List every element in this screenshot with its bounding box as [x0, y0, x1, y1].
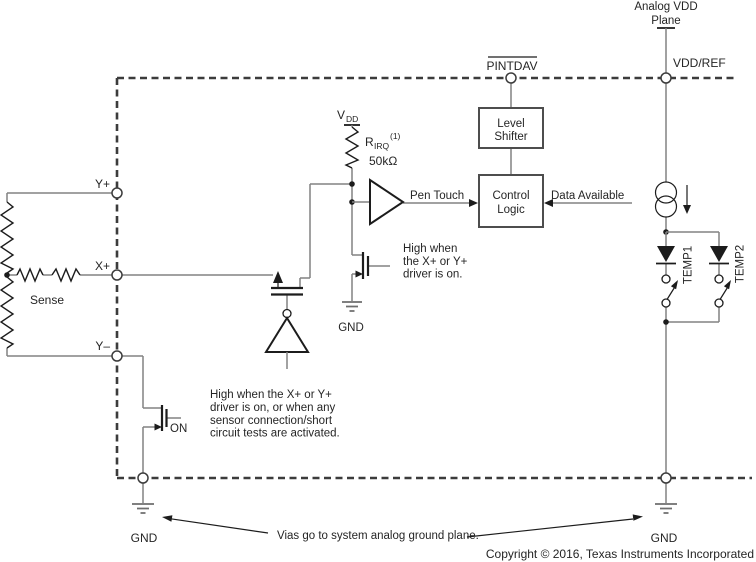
- pintdav-label: PINTDAV: [486, 59, 537, 73]
- rirq-subscript: IRQ: [374, 141, 390, 151]
- svg-text:circuit tests are activated.: circuit tests are activated.: [210, 428, 340, 440]
- current-source: [654, 181, 678, 218]
- y-plus-terminal: [111, 187, 123, 199]
- gnd-label-right: GND: [651, 531, 678, 545]
- pen-touch-arrowhead: [469, 199, 478, 207]
- temp1-diode: [656, 246, 676, 265]
- gnd-label-left: GND: [131, 531, 158, 545]
- y-minus-terminal: [111, 350, 123, 362]
- mosfet-arrow: [355, 270, 363, 278]
- gnd-left-terminal: [137, 472, 149, 484]
- vias-arrow-right-head: [632, 514, 643, 521]
- on-label: ON: [170, 423, 187, 435]
- gnd-label-pulldown: GND: [338, 322, 364, 334]
- temp2-diode: [709, 246, 729, 265]
- svg-text:driver is on, or when any: driver is on, or when any: [210, 402, 336, 414]
- sense-junction-dot: [4, 272, 10, 278]
- inverter-triangle: [264, 316, 310, 353]
- level-shifter-label-1: Level: [497, 118, 525, 130]
- copyright-text: Copyright © 2016, Texas Instruments Inco…: [486, 547, 754, 561]
- gnd-symbol-left: [132, 503, 154, 514]
- x-plus-label: X+: [95, 259, 110, 273]
- mosfet-plates: [271, 286, 303, 296]
- buffer-triangle: [369, 178, 405, 226]
- data-available-label: Data Available: [551, 190, 624, 202]
- svg-text:the X+ or Y+: the X+ or Y+: [403, 256, 468, 268]
- pulldown-gate-note: High when the X+ or Y+ driver is on.: [403, 243, 468, 281]
- vias-arrow-left-line: [169, 518, 269, 534]
- pen-touch-label: Pen Touch: [410, 190, 464, 202]
- pintdav-terminal: [505, 72, 517, 84]
- y-plus-label: Y+: [95, 177, 110, 191]
- mosfet-arrow: [154, 423, 162, 431]
- y-minus-label: Y–: [95, 339, 110, 353]
- horizontal-resistor-1: [16, 267, 44, 283]
- mosfet-plates: [160, 405, 168, 431]
- temp2-label: TEMP2: [735, 245, 747, 283]
- series-gate-note: High when the X+ or Y+ driver is on, or …: [210, 389, 340, 440]
- data-available-arrowhead: [544, 199, 553, 207]
- gnd-right-terminal: [660, 472, 672, 484]
- x-plus-series-mosfet: [122, 183, 352, 310]
- horizontal-resistor-2: [51, 267, 81, 283]
- irq-pullup-resistor: V DD R IRQ (1) 50kΩ: [337, 108, 401, 255]
- digital-section: PINTDAV Level Shifter Control Logic Data…: [478, 56, 632, 228]
- control-logic-label-1: Control: [492, 190, 529, 202]
- analog-vdd-label-2: Plane: [651, 15, 680, 27]
- vias-arrow-right-line: [466, 518, 634, 538]
- vertical-resistor-bottom: [0, 276, 15, 349]
- vdd-subscript: DD: [346, 114, 358, 124]
- mosfet-arrow: [273, 271, 283, 283]
- vdd-ref-label: VDD/REF: [673, 56, 726, 70]
- svg-text:sensor connection/short: sensor connection/short: [210, 415, 333, 427]
- level-shifter-label-2: Shifter: [494, 131, 527, 143]
- svg-text:High when: High when: [403, 243, 457, 255]
- temp-bottom-junction: [663, 319, 669, 325]
- x-plus-terminal: [111, 269, 123, 281]
- analog-vdd-label-1: Analog VDD: [634, 1, 697, 13]
- control-logic-box: [478, 174, 544, 228]
- rirq-superscript: (1): [390, 131, 401, 141]
- gnd-symbol-right: [655, 503, 677, 514]
- vdd-label: V: [337, 108, 345, 122]
- pen-touch-buffer: Pen Touch: [352, 178, 478, 226]
- vertical-resistor-top: [0, 201, 15, 274]
- temp2-switch: [714, 274, 731, 308]
- y-minus-on-mosfet: ON GND: [122, 355, 187, 545]
- rirq-label: R: [365, 135, 374, 149]
- level-shifter-box: [478, 107, 544, 149]
- analog-vdd-rail: Analog VDD Plane VDD/REF: [634, 1, 746, 545]
- current-direction-arrow: [683, 185, 691, 214]
- mosfet-plates: [361, 252, 370, 279]
- temp1-label: TEMP1: [683, 246, 695, 284]
- vdd-ref-terminal: [660, 72, 672, 84]
- vias-annotation: Vias go to system analog ground plane.: [162, 514, 643, 542]
- gnd-symbol-pulldown: [342, 301, 362, 312]
- gate-inverter: [264, 308, 310, 369]
- sense-resistor-network: Sense: [0, 192, 112, 357]
- svg-text:driver is on.: driver is on.: [403, 269, 462, 281]
- svg-text:High when the X+ or Y+: High when the X+ or Y+: [210, 389, 332, 401]
- temp1-switch: [661, 274, 678, 308]
- rirq-zigzag: [344, 126, 360, 169]
- vias-note: Vias go to system analog ground plane.: [277, 530, 479, 542]
- irq-node-dot-1: [349, 181, 355, 187]
- sense-label: Sense: [30, 293, 64, 307]
- irq-pulldown-mosfet: GND: [338, 252, 390, 334]
- vias-arrow-left-head: [162, 515, 173, 522]
- control-logic-label-2: Logic: [497, 204, 525, 216]
- rirq-value: 50kΩ: [369, 154, 397, 168]
